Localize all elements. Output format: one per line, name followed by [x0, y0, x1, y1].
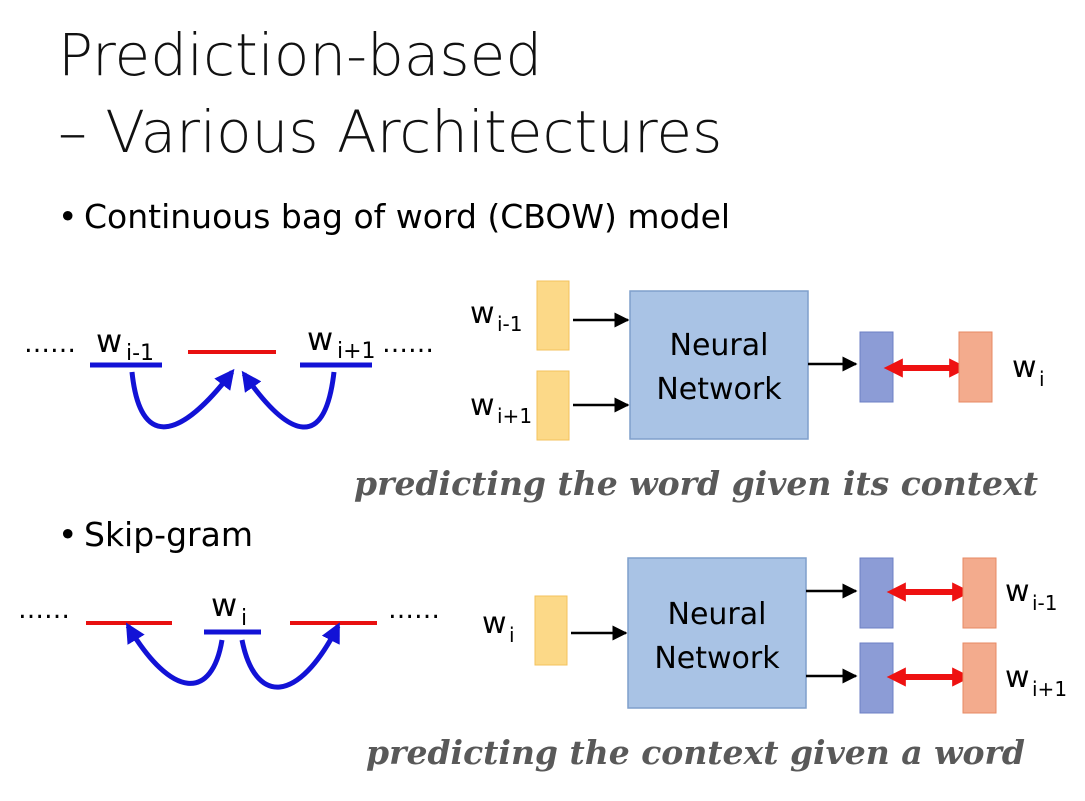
- cbow-input2-word: w: [470, 388, 495, 423]
- skipgram-caption: predicting the context given a word: [366, 733, 1025, 772]
- skipgram-ellipsis-left: ……: [18, 595, 70, 625]
- cbow-target-vector: [958, 331, 993, 403]
- slide-title-line-2: – Various Architectures: [58, 98, 723, 166]
- cbow-bullet-text: Continuous bag of word (CBOW) model: [84, 197, 731, 236]
- cbow-nn-label-2: Network: [656, 372, 782, 407]
- bullet-dot: •: [58, 197, 78, 236]
- cbow-nn-label-1: Neural: [670, 328, 769, 363]
- slide-title-line-1: Prediction-based: [58, 21, 543, 89]
- cbow-input1-word: w: [470, 296, 495, 331]
- skipgram-arrow-to-right: [239, 622, 341, 690]
- skipgram-nn-label-2: Network: [654, 641, 780, 676]
- skipgram-input-word: w: [482, 606, 507, 641]
- skipgram-network: w i Neural Network w i-1 w i+1: [482, 557, 1067, 714]
- cbow-arrow-from-next: [241, 370, 337, 430]
- skipgram-target1-sub: i-1: [1032, 591, 1058, 615]
- bullet-dot: •: [58, 515, 78, 554]
- cbow-arrow-from-prev: [129, 368, 235, 430]
- cbow-caption: predicting the word given its context: [354, 464, 1038, 503]
- skipgram-target1-vector: [962, 557, 997, 629]
- skipgram-input-vector: [534, 595, 568, 666]
- skipgram-arrow-to-left: [125, 622, 225, 686]
- cbow-output-vector: [859, 331, 894, 403]
- cbow-context-schematic: …… w i-1 w i+1 ……: [24, 320, 434, 430]
- skipgram-target2-vector: [962, 642, 997, 714]
- skipgram-bullet: •Skip-gram: [58, 518, 253, 551]
- skipgram-neural-network-box: [627, 557, 807, 709]
- cbow-network: w i-1 w i+1 Neural Network w i: [470, 280, 1045, 441]
- skipgram-target1-word: w: [1005, 574, 1030, 609]
- skipgram-input-sub: i: [509, 623, 515, 647]
- skipgram-bullet-text: Skip-gram: [84, 515, 253, 554]
- cbow-next-sub: i+1: [337, 339, 376, 364]
- skipgram-output1-vector: [859, 557, 894, 629]
- cbow-next-word: w: [307, 320, 333, 358]
- skipgram-center-sub: i: [241, 606, 247, 631]
- cbow-input1-vector: [536, 280, 570, 351]
- skipgram-context-schematic: …… w i ……: [18, 586, 440, 690]
- skipgram-target2-word: w: [1005, 660, 1030, 695]
- cbow-neural-network-box: [629, 290, 809, 440]
- skipgram-output2-vector: [859, 642, 894, 714]
- skipgram-target2-sub: i+1: [1032, 677, 1067, 701]
- cbow-ellipsis-right: ……: [382, 329, 434, 359]
- cbow-input1-sub: i-1: [497, 312, 523, 336]
- cbow-prev-sub: i-1: [126, 341, 154, 366]
- cbow-prev-word: w: [96, 322, 122, 360]
- cbow-input2-sub: i+1: [497, 404, 532, 428]
- cbow-target-word: w: [1012, 350, 1037, 385]
- cbow-input2-vector: [536, 370, 570, 441]
- skipgram-ellipsis-right: ……: [388, 595, 440, 625]
- cbow-target-sub: i: [1039, 367, 1045, 391]
- skipgram-center-word: w: [211, 586, 237, 624]
- skipgram-nn-label-1: Neural: [668, 597, 767, 632]
- cbow-ellipsis-left: ……: [24, 329, 76, 359]
- cbow-bullet: •Continuous bag of word (CBOW) model: [58, 200, 730, 233]
